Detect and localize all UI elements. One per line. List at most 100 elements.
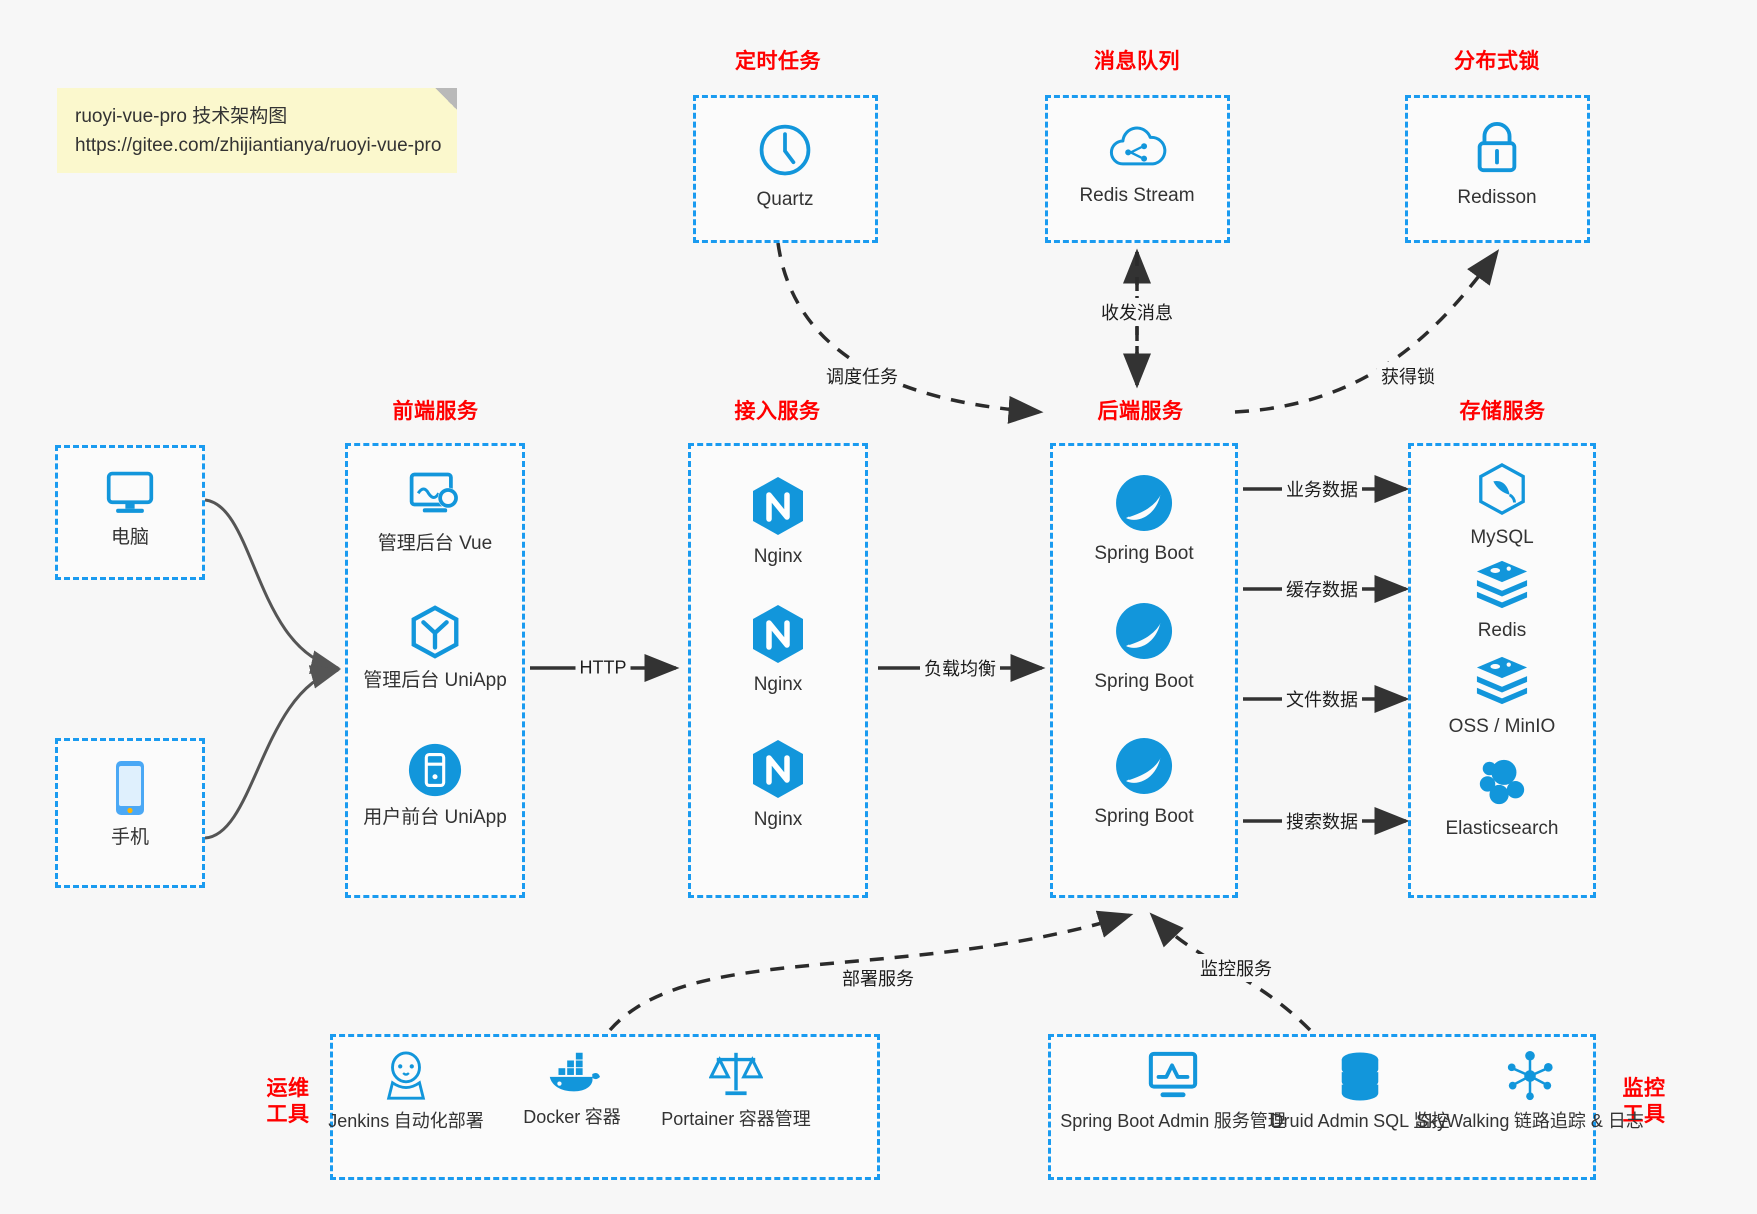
node-label: Quartz [756, 189, 814, 210]
node-desc: SQL 监控 [1373, 1111, 1450, 1131]
node-label: SkyWalking [1416, 1111, 1510, 1131]
node-quartz[interactable]: Quartz [685, 120, 885, 213]
spring-boot-icon [1044, 735, 1244, 797]
group-title-mq: 消息队列 [1094, 50, 1180, 73]
mysql-icon [1402, 462, 1602, 518]
node-label: Docker [523, 1107, 581, 1127]
node-desc: 服务管理 [1213, 1111, 1286, 1131]
node-label: Portainer [661, 1109, 735, 1129]
node-label: 用户前台 UniApp [363, 807, 507, 828]
node-redis-stream[interactable]: Redis Stream [1037, 120, 1237, 209]
node-label: Spring Boot [1094, 671, 1194, 692]
group-box-monitor [1048, 1034, 1596, 1180]
edge-label-http: HTTP [575, 656, 631, 680]
node-desktop[interactable]: 电脑 [30, 468, 230, 551]
mobile-phone-icon [30, 758, 230, 818]
group-title-storage: 存储服务 [1459, 400, 1546, 423]
node-spring-boot-admin[interactable]: Spring Boot Admin 服务管理 [1053, 1050, 1293, 1133]
group-box-frontend [345, 443, 525, 898]
node-nginx-2[interactable]: Nginx [678, 603, 878, 698]
node-label: 管理后台 Vue [377, 533, 493, 554]
group-box-devops [330, 1034, 880, 1180]
node-portainer[interactable]: Portainer 容器管理 [636, 1048, 836, 1131]
group-title-frontend: 前端服务 [392, 400, 479, 423]
node-label: MySQL [1470, 527, 1534, 548]
group-box-scheduler [693, 95, 878, 243]
node-label: Nginx [753, 809, 803, 830]
edge-label-schedule-task: 调度任务 [822, 362, 902, 390]
monitor-chart-icon [1053, 1050, 1293, 1102]
docker-whale-icon [472, 1050, 672, 1098]
group-title-scheduler: 定时任务 [735, 50, 821, 73]
group-box-mq [1045, 95, 1230, 243]
node-nginx-1[interactable]: Nginx [678, 475, 878, 570]
node-desc: 自动化部署 [393, 1111, 484, 1131]
node-label: 手机 [110, 827, 149, 848]
group-title-lock: 分布式锁 [1454, 50, 1540, 73]
spring-boot-icon [1044, 600, 1244, 662]
group-title-gateway: 接入服务 [734, 400, 821, 423]
group-title-devops-line2: 工具 [266, 1103, 310, 1127]
edge-label-deploy-service: 部署服务 [838, 964, 918, 992]
node-spring-boot-3[interactable]: Spring Boot [1044, 735, 1244, 830]
group-title-monitor-line2: 工具 [1622, 1103, 1666, 1127]
node-user-uniapp[interactable]: 用户前台 UniApp [335, 742, 535, 831]
desktop-computer-icon [30, 468, 230, 518]
nginx-icon [678, 475, 878, 537]
cube-icon [335, 603, 535, 661]
node-spring-boot-2[interactable]: Spring Boot [1044, 600, 1244, 695]
node-label: Elasticsearch [1445, 818, 1559, 839]
group-title-devops-line1: 运维 [266, 1077, 310, 1100]
node-label: Nginx [753, 674, 803, 695]
node-label: 管理后台 UniApp [363, 670, 507, 691]
nginx-icon [678, 738, 878, 800]
node-label: Nginx [753, 546, 803, 567]
scales-icon [636, 1048, 836, 1100]
node-label: Druid Admin [1270, 1111, 1369, 1131]
app-circle-icon [335, 742, 535, 798]
node-desc: 链路追踪 & 日志 [1513, 1111, 1644, 1131]
node-elasticsearch[interactable]: Elasticsearch [1402, 755, 1602, 842]
skywalking-icon [1410, 1050, 1650, 1102]
node-druid-admin[interactable]: Druid Admin SQL 监控 [1250, 1050, 1470, 1133]
node-label: Redis Stream [1079, 185, 1195, 206]
group-title-monitor: 监控 工具 [1614, 1076, 1674, 1129]
node-label: Spring Boot [1094, 543, 1194, 564]
node-mobile[interactable]: 手机 [30, 758, 230, 851]
node-label: Redisson [1457, 187, 1537, 208]
node-label: Redis [1477, 620, 1527, 641]
edge-label-load-balance: 负载均衡 [920, 654, 1000, 682]
node-skywalking[interactable]: SkyWalking 链路追踪 & 日志 [1410, 1050, 1650, 1133]
node-redisson[interactable]: Redisson [1397, 118, 1597, 211]
nginx-icon [678, 603, 878, 665]
jenkins-icon [306, 1050, 506, 1102]
elasticsearch-icon [1402, 755, 1602, 809]
node-label: Jenkins [328, 1111, 390, 1131]
edge-label-search-data: 搜索数据 [1282, 807, 1362, 835]
node-redis[interactable]: Redis [1402, 557, 1602, 644]
note-fold-corner [435, 88, 457, 110]
edge-label-business-data: 业务数据 [1282, 475, 1362, 503]
node-mysql[interactable]: MySQL [1402, 462, 1602, 551]
group-box-lock [1405, 95, 1590, 243]
note-url: https://gitee.com/zhijiantianya/ruoyi-vu… [75, 135, 442, 157]
node-admin-vue[interactable]: 管理后台 Vue [335, 470, 535, 557]
node-label: Spring Boot Admin [1060, 1111, 1210, 1131]
node-oss-minio[interactable]: OSS / MinIO [1402, 653, 1602, 740]
sticky-note: ruoyi-vue-pro 技术架构图 https://gitee.com/zh… [57, 88, 457, 173]
node-nginx-3[interactable]: Nginx [678, 738, 878, 833]
node-desc: 容器 [584, 1107, 621, 1127]
node-jenkins[interactable]: Jenkins 自动化部署 [306, 1050, 506, 1133]
group-title-monitor-line1: 监控 [1622, 1077, 1666, 1100]
redis-icon [1402, 653, 1602, 707]
node-spring-boot-1[interactable]: Spring Boot [1044, 472, 1244, 567]
edge-label-file-data: 文件数据 [1282, 685, 1362, 713]
group-title-devops: 运维 工具 [258, 1076, 318, 1129]
cloud-stream-icon [1037, 120, 1237, 176]
note-title: ruoyi-vue-pro 技术架构图 [75, 106, 288, 127]
node-admin-uniapp[interactable]: 管理后台 UniApp [335, 603, 535, 694]
monitor-gear-icon [335, 470, 535, 524]
node-docker[interactable]: Docker 容器 [472, 1050, 672, 1129]
clock-icon [685, 120, 885, 180]
